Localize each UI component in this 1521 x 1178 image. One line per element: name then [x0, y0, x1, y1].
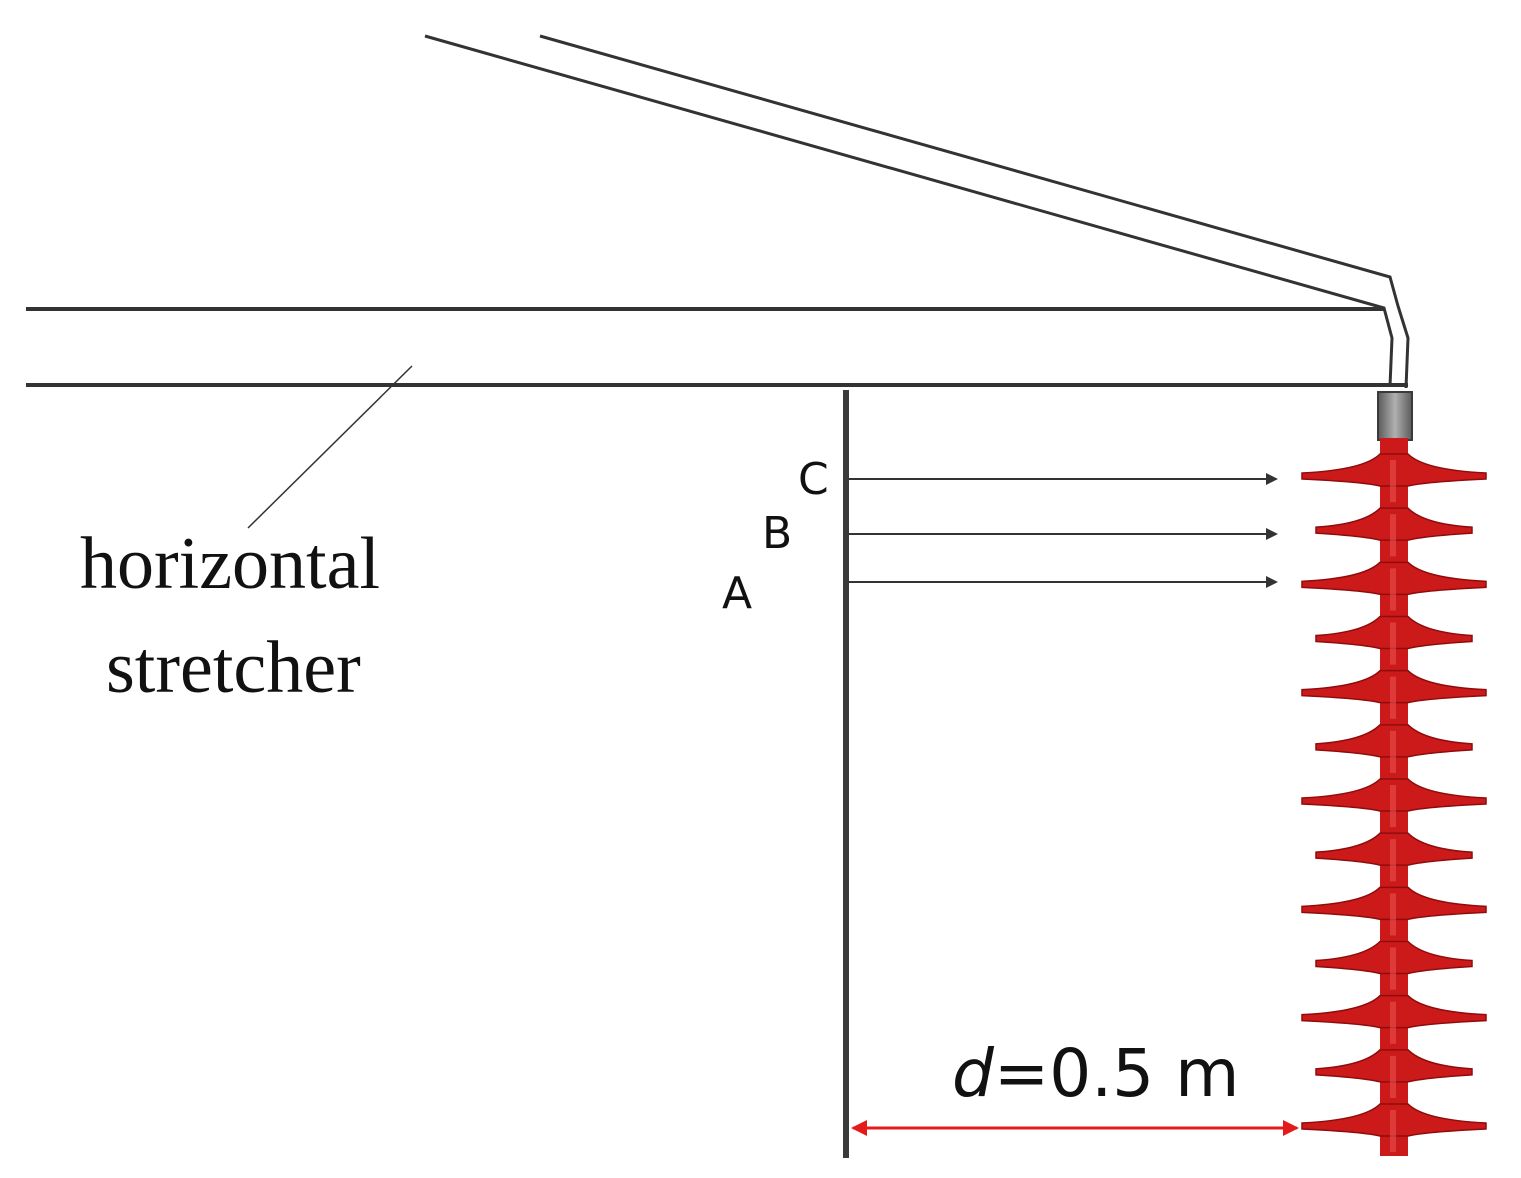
dimension-variable: d	[952, 1035, 995, 1112]
insulator-rod-highlight	[1390, 1001, 1396, 1044]
insulator-end-fitting	[1377, 391, 1413, 441]
diagonal-brace-lower	[424, 34, 1394, 387]
insulator-sheds	[1301, 453, 1487, 1153]
insulator-rod-highlight	[1390, 893, 1396, 936]
insulator-rod-highlight	[1390, 1055, 1396, 1098]
stretcher-leader-line	[247, 365, 413, 529]
insulator-rod-highlight	[1390, 514, 1396, 557]
composite-insulator	[1301, 391, 1487, 1156]
insulator-rod-highlight	[1390, 1110, 1396, 1153]
insulator-rod-highlight	[1390, 460, 1396, 503]
horizontal-stretcher	[26, 307, 1408, 387]
label-point-b: B	[762, 508, 792, 559]
insulator-rod-highlight	[1390, 676, 1396, 719]
label-point-a: A	[722, 568, 752, 619]
dimension-value: =0.5 m	[994, 1035, 1240, 1112]
diagonal-brace	[424, 34, 1410, 389]
dimension-label: d=0.5 m	[952, 1035, 1239, 1112]
insulator-rod-highlight	[1390, 839, 1396, 882]
label-point-c: C	[798, 454, 829, 505]
insulator-rod-highlight	[1390, 622, 1396, 665]
measurement-arrows	[849, 473, 1278, 588]
label-stretcher-line1: horizontal	[80, 523, 380, 605]
diagonal-brace-upper	[539, 34, 1410, 389]
label-stretcher-line2: stretcher	[106, 627, 361, 709]
insulator-rod-highlight	[1390, 785, 1396, 828]
insulator-rod-highlight	[1390, 730, 1396, 773]
insulator-rod-highlight	[1390, 947, 1396, 990]
insulator-rod-highlight	[1390, 568, 1396, 611]
